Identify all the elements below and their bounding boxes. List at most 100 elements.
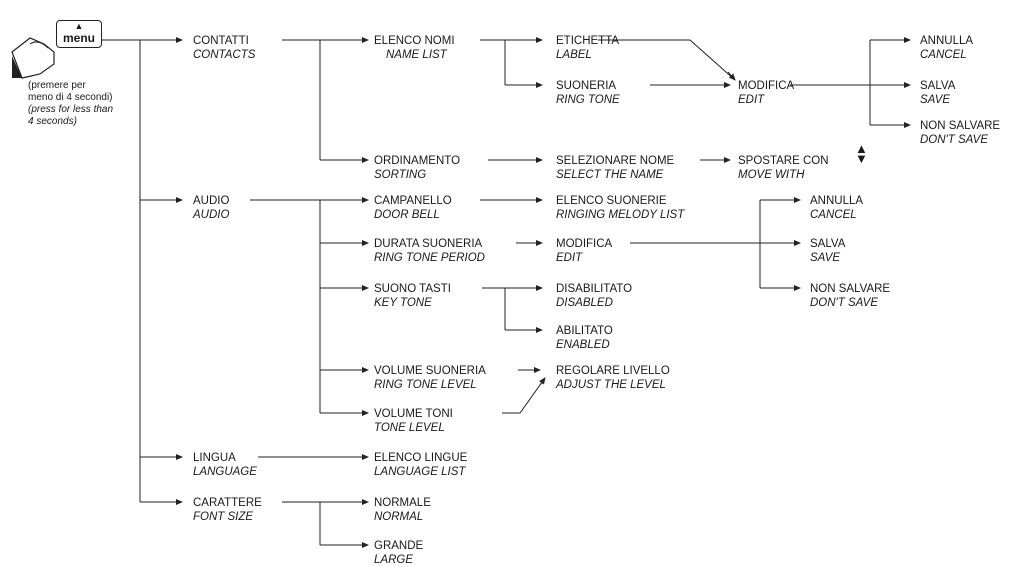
node-suono-tasti-it: SUONO TASTI xyxy=(374,283,451,295)
node-regolare-en: ADJUST THE LEVEL xyxy=(556,379,666,391)
node-elenco-lingue-it: ELENCO LINGUE xyxy=(374,452,468,464)
node-suoneria[interactable]: SUONERIA RING TONE xyxy=(556,79,620,107)
node-nonsalvare-2-en: DON'T SAVE xyxy=(810,297,879,309)
node-nonsalvare-1-en: DON'T SAVE xyxy=(920,134,989,146)
node-etichetta[interactable]: ETICHETTA LABEL xyxy=(556,34,619,62)
node-campanello[interactable]: CAMPANELLO DOOR BELL xyxy=(374,194,452,222)
node-modifica-2-it: MODIFICA xyxy=(556,238,613,250)
node-annulla-2-it: ANNULLA xyxy=(810,195,864,207)
node-audio-en: AUDIO xyxy=(193,209,230,221)
press-note: (premere per meno di 4 secondi) (press f… xyxy=(28,80,113,128)
node-spostare[interactable]: SPOSTARE CON MOVE WITH xyxy=(738,154,829,182)
node-vol-suoneria-it: VOLUME SUONERIA xyxy=(374,365,486,377)
node-annulla-1[interactable]: ANNULLA CANCEL xyxy=(920,34,973,62)
node-nonsalvare-2-it: NON SALVARE xyxy=(810,283,891,295)
node-lingua-it: LINGUA xyxy=(193,452,236,464)
node-suono-tasti-en: KEY TONE xyxy=(374,297,432,309)
node-lingua-en: LANGUAGE xyxy=(193,466,257,478)
node-abilitato-en: ENABLED xyxy=(556,339,610,351)
node-salva-2-en: SAVE xyxy=(810,252,841,264)
node-suoneria-en: RING TONE xyxy=(556,94,620,106)
node-carattere[interactable]: CARATTERE FONT SIZE xyxy=(193,496,262,524)
node-elenco-suonerie-en: RINGING MELODY LIST xyxy=(556,209,685,221)
press-note-en: (press for less than 4 seconds) xyxy=(28,104,114,127)
node-modifica-2[interactable]: MODIFICA EDIT xyxy=(556,237,612,265)
up-down-arrows-icon: ▲▼ xyxy=(855,141,868,166)
node-elenco-nomi-it: ELENCO NOMI xyxy=(374,35,455,47)
node-salva-1[interactable]: SALVA SAVE xyxy=(920,79,955,107)
menu-button-label: menu xyxy=(62,31,95,45)
node-nonsalvare-1[interactable]: NON SALVARE DON'T SAVE xyxy=(920,119,1000,147)
node-annulla-1-en: CANCEL xyxy=(920,49,967,61)
node-modifica-2-en: EDIT xyxy=(556,252,583,264)
node-annulla-2-en: CANCEL xyxy=(810,209,857,221)
node-ordinamento-en: SORTING xyxy=(374,169,427,181)
node-contatti-en: CONTACTS xyxy=(193,49,256,61)
node-abilitato-it: ABILITATO xyxy=(556,325,613,337)
node-elenco-suonerie[interactable]: ELENCO SUONERIE RINGING MELODY LIST xyxy=(556,194,684,222)
node-grande-en: LARGE xyxy=(374,554,413,566)
up-triangle-icon: ▲ xyxy=(74,21,84,31)
node-suono-tasti[interactable]: SUONO TASTI KEY TONE xyxy=(374,282,451,310)
node-contatti-it: CONTATTI xyxy=(193,35,249,47)
node-disabilitato-it: DISABILITATO xyxy=(556,283,633,295)
node-annulla-2[interactable]: ANNULLA CANCEL xyxy=(810,194,863,222)
node-modifica-1[interactable]: MODIFICA EDIT xyxy=(738,79,794,107)
node-durata[interactable]: DURATA SUONERIA RING TONE PERIOD xyxy=(374,237,485,265)
node-elenco-nomi-en: NAME LIST xyxy=(386,49,447,61)
node-grande[interactable]: GRANDE LARGE xyxy=(374,539,423,567)
node-normale[interactable]: NORMALE NORMAL xyxy=(374,496,431,524)
node-salva-1-it: SALVA xyxy=(920,80,956,92)
node-vol-toni[interactable]: VOLUME TONI TONE LEVEL xyxy=(374,407,453,435)
node-vol-suoneria[interactable]: VOLUME SUONERIA RING TONE LEVEL xyxy=(374,364,486,392)
node-carattere-it: CARATTERE xyxy=(193,497,262,509)
node-vol-toni-it: VOLUME TONI xyxy=(374,408,453,420)
node-salva-1-en: SAVE xyxy=(920,94,951,106)
node-elenco-nomi[interactable]: ELENCO NOMI NAME LIST xyxy=(374,34,455,62)
node-regolare[interactable]: REGOLARE LIVELLO ADJUST THE LEVEL xyxy=(556,364,670,392)
node-audio-it: AUDIO xyxy=(193,195,230,207)
press-note-it: (premere per meno di 4 secondi) xyxy=(28,80,113,103)
node-durata-en: RING TONE PERIOD xyxy=(374,252,485,264)
node-spostare-en: MOVE WITH xyxy=(738,169,805,181)
node-modifica-1-it: MODIFICA xyxy=(738,80,795,92)
node-campanello-en: DOOR BELL xyxy=(374,209,440,221)
node-salva-2-it: SALVA xyxy=(810,238,846,250)
node-vol-suoneria-en: RING TONE LEVEL xyxy=(374,379,477,391)
node-abilitato[interactable]: ABILITATO ENABLED xyxy=(556,324,613,352)
node-disabilitato[interactable]: DISABILITATO DISABLED xyxy=(556,282,632,310)
node-normale-it: NORMALE xyxy=(374,497,431,509)
node-campanello-it: CAMPANELLO xyxy=(374,195,452,207)
node-elenco-suonerie-it: ELENCO SUONERIE xyxy=(556,195,667,207)
node-regolare-it: REGOLARE LIVELLO xyxy=(556,365,670,377)
node-normale-en: NORMAL xyxy=(374,511,424,523)
node-etichetta-it: ETICHETTA xyxy=(556,35,620,47)
node-salva-2[interactable]: SALVA SAVE xyxy=(810,237,845,265)
node-selezionare-it: SELEZIONARE NOME xyxy=(556,155,675,167)
node-nonsalvare-1-it: NON SALVARE xyxy=(920,120,1001,132)
node-ordinamento[interactable]: ORDINAMENTO SORTING xyxy=(374,154,460,182)
node-elenco-lingue-en: LANGUAGE LIST xyxy=(374,466,466,478)
hand-icon xyxy=(11,37,55,79)
node-selezionare-en: SELECT THE NAME xyxy=(556,169,664,181)
node-contatti[interactable]: CONTATTI CONTACTS xyxy=(193,34,255,62)
node-lingua[interactable]: LINGUA LANGUAGE xyxy=(193,451,257,479)
node-grande-it: GRANDE xyxy=(374,540,424,552)
node-selezionare[interactable]: SELEZIONARE NOME SELECT THE NAME xyxy=(556,154,674,182)
node-modifica-1-en: EDIT xyxy=(738,94,765,106)
node-ordinamento-it: ORDINAMENTO xyxy=(374,155,461,167)
menu-button[interactable]: ▲ menu xyxy=(56,20,102,48)
node-suoneria-it: SUONERIA xyxy=(556,80,617,92)
node-vol-toni-en: TONE LEVEL xyxy=(374,422,445,434)
node-elenco-lingue[interactable]: ELENCO LINGUE LANGUAGE LIST xyxy=(374,451,467,479)
node-annulla-1-it: ANNULLA xyxy=(920,35,974,47)
node-spostare-it: SPOSTARE CON xyxy=(738,155,829,167)
node-audio[interactable]: AUDIO AUDIO xyxy=(193,194,229,222)
node-disabilitato-en: DISABLED xyxy=(556,297,613,309)
node-nonsalvare-2[interactable]: NON SALVARE DON'T SAVE xyxy=(810,282,890,310)
node-carattere-en: FONT SIZE xyxy=(193,511,254,523)
node-etichetta-en: LABEL xyxy=(556,49,592,61)
node-durata-it: DURATA SUONERIA xyxy=(374,238,483,250)
